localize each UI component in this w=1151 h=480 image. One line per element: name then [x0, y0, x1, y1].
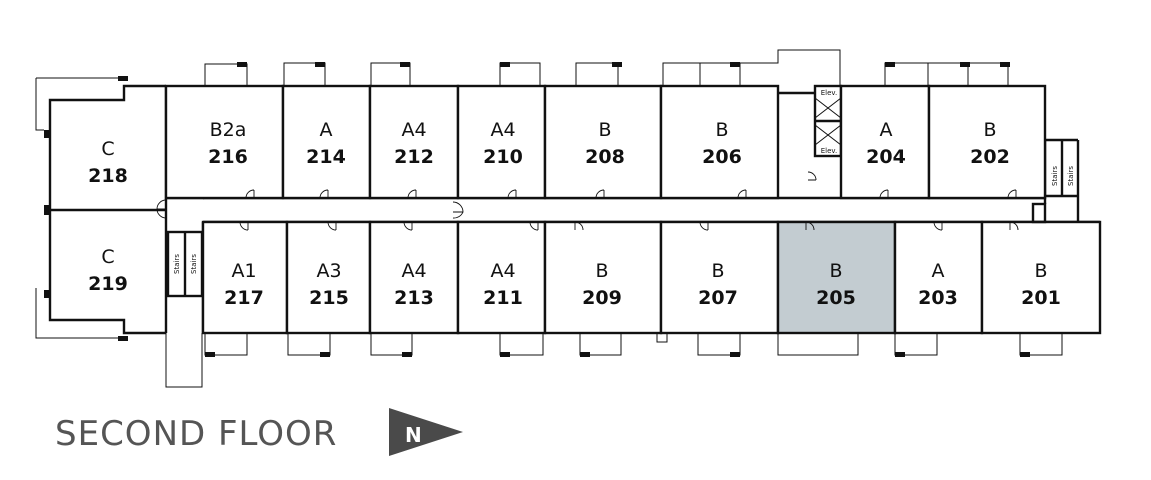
unit-type-201: B [1034, 260, 1047, 282]
unit-type-216: B2a [210, 119, 247, 141]
unit-number-203: 203 [918, 287, 958, 309]
unit-type-213: A4 [401, 260, 426, 282]
unit-206[interactable] [659, 84, 780, 200]
unit-number-202: 202 [970, 146, 1010, 168]
unit-number-210: 210 [483, 146, 523, 168]
unit-number-219: 219 [88, 273, 128, 295]
units-south [201, 220, 1102, 335]
stairs-west-label-2: Stairs [190, 254, 198, 274]
unit-216[interactable] [164, 84, 285, 200]
unit-type-208: B [598, 119, 611, 141]
unit-202[interactable] [927, 84, 1047, 200]
elevators: Elev. Elev. [813, 84, 843, 158]
west-wing [48, 84, 166, 335]
elevator-label-1: Elev. [821, 89, 838, 97]
unit-number-206: 206 [702, 146, 742, 168]
unit-type-211: A4 [490, 260, 515, 282]
unit-type-214: A [320, 119, 333, 141]
north-label: N [405, 423, 422, 447]
unit-number-217: 217 [224, 287, 264, 309]
stairs-east: Stairs Stairs [1051, 166, 1075, 186]
north-arrow-icon: N [389, 408, 463, 456]
unit-type-204: A [880, 119, 893, 141]
unit-204[interactable] [839, 84, 931, 200]
unit-type-219: C [101, 246, 114, 268]
unit-211[interactable] [456, 220, 547, 335]
unit-number-201: 201 [1021, 287, 1061, 309]
unit-201[interactable] [980, 220, 1102, 335]
unit-208[interactable] [543, 84, 663, 200]
unit-number-205: 205 [816, 287, 856, 309]
unit-207[interactable] [659, 220, 780, 335]
unit-203[interactable] [893, 220, 984, 335]
unit-type-217: A1 [231, 260, 256, 282]
unit-type-209: B [595, 260, 608, 282]
unit-number-212: 212 [394, 146, 434, 168]
unit-210[interactable] [456, 84, 547, 200]
unit-type-218: C [101, 138, 114, 160]
unit-number-204: 204 [866, 146, 906, 168]
unit-type-210: A4 [490, 119, 515, 141]
unit-205[interactable] [776, 220, 897, 335]
unit-number-209: 209 [582, 287, 622, 309]
unit-number-211: 211 [483, 287, 523, 309]
stairs-west-label-1: Stairs [173, 254, 181, 274]
stairs-east-label-1: Stairs [1051, 166, 1059, 186]
unit-type-205: B [829, 260, 842, 282]
unit-number-214: 214 [306, 146, 346, 168]
unit-type-215: A3 [316, 260, 341, 282]
elevator-label-2: Elev. [821, 147, 838, 155]
unit-215[interactable] [285, 220, 372, 335]
doors [156, 171, 1047, 231]
unit-type-207: B [711, 260, 724, 282]
unit-212[interactable] [368, 84, 460, 200]
unit-type-203: A [932, 260, 945, 282]
floor-title: SECOND FLOOR [55, 414, 338, 454]
unit-number-218: 218 [88, 165, 128, 187]
balconies [35, 49, 1063, 388]
unit-type-206: B [715, 119, 728, 141]
unit-number-207: 207 [698, 287, 738, 309]
units-north [164, 84, 1047, 200]
unit-number-208: 208 [585, 146, 625, 168]
unit-number-216: 216 [208, 146, 248, 168]
unit-number-215: 215 [309, 287, 349, 309]
unit-number-213: 213 [394, 287, 434, 309]
unit-type-212: A4 [401, 119, 426, 141]
unit-209[interactable] [543, 220, 663, 335]
stairs-east-label-2: Stairs [1067, 166, 1075, 186]
unit-214[interactable] [281, 84, 372, 200]
unit-labels: C 218 C 219 B2a 216 A 214 A4 212 A4 210 … [88, 119, 1061, 309]
balcony-markers [44, 62, 1030, 357]
unit-type-202: B [983, 119, 996, 141]
